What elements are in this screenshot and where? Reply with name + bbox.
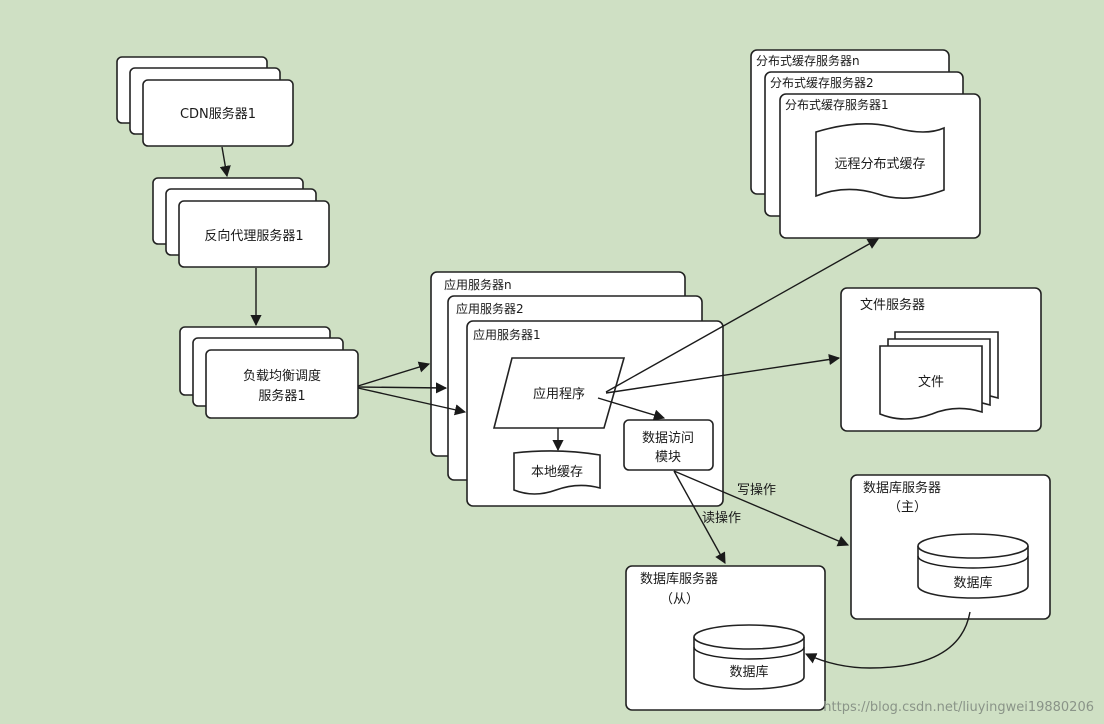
edge-program-to-cache-server bbox=[605, 238, 879, 393]
file-doc-front bbox=[879, 345, 983, 420]
db-slave-cylinder-band bbox=[693, 646, 805, 660]
edge-cdn-to-proxy bbox=[219, 146, 231, 178]
app-server-middle-label: 应用服务器2 bbox=[456, 301, 524, 316]
db-master-cylinder-body bbox=[917, 546, 1029, 599]
db-master-title: 数据库服务器 bbox=[863, 480, 941, 496]
db-master-db-label: 数据库 bbox=[953, 575, 992, 591]
db-slave-title: 数据库服务器 bbox=[640, 571, 718, 587]
app-program-shape bbox=[492, 357, 626, 429]
cache-server-back-label: 分布式缓存服务器n bbox=[756, 53, 860, 68]
load-balancer-label-line1: 负载均衡调度 bbox=[243, 368, 321, 384]
edge-lb-to-app-middle bbox=[357, 382, 448, 394]
edge-program-to-data-access bbox=[597, 397, 666, 421]
data-access-label-line1: 数据访问 bbox=[642, 431, 694, 446]
app-server-back-label: 应用服务器n bbox=[444, 277, 512, 292]
file-label: 文件 bbox=[918, 375, 944, 390]
db-master-cylinder-band bbox=[917, 555, 1029, 569]
cache-server-front-label: 分布式缓存服务器1 bbox=[785, 97, 889, 112]
db-master-role: （主） bbox=[888, 500, 927, 515]
edges: 写操作 读操作 bbox=[219, 146, 971, 669]
edge-lb-to-app-back bbox=[357, 361, 431, 387]
edge-lb-to-app-front bbox=[357, 387, 467, 416]
edge-write-to-master bbox=[673, 470, 850, 547]
remote-cache-shape bbox=[815, 123, 945, 199]
cdn-server-label: CDN服务器1 bbox=[180, 106, 256, 122]
reverse-proxy-label: 反向代理服务器1 bbox=[204, 228, 303, 244]
file-server: 文件服务器 文件 bbox=[840, 287, 1042, 432]
db-slave-server: 数据库服务器 （从） 数据库 bbox=[625, 565, 826, 711]
edge-write-label: 写操作 bbox=[737, 482, 776, 498]
edge-master-replication-to-slave bbox=[804, 611, 971, 669]
edge-read-from-slave bbox=[673, 470, 726, 564]
app-program-label: 应用程序 bbox=[533, 386, 585, 402]
edge-read-label: 读操作 bbox=[702, 510, 741, 526]
remote-cache-label: 远程分布式缓存 bbox=[834, 157, 925, 172]
db-slave-db-label: 数据库 bbox=[729, 664, 768, 680]
file-server-title: 文件服务器 bbox=[860, 297, 925, 313]
cache-server-stack: 分布式缓存服务器n 分布式缓存服务器2 分布式缓存服务器1 远程分布式缓存 bbox=[750, 49, 981, 239]
db-slave-cylinder-top bbox=[693, 624, 805, 650]
app-server-front-label: 应用服务器1 bbox=[473, 327, 541, 342]
app-server-stack: 应用服务器n 应用服务器2 应用服务器1 应用程序 本地缓存 数据访问 模块 bbox=[430, 271, 724, 507]
cdn-server-stack: CDN服务器1 bbox=[116, 56, 294, 147]
db-master-cylinder-top bbox=[917, 533, 1029, 559]
reverse-proxy-stack: 反向代理服务器1 bbox=[152, 177, 330, 268]
load-balancer-stack: 负载均衡调度 服务器1 bbox=[179, 326, 359, 419]
local-cache-label: 本地缓存 bbox=[531, 465, 583, 480]
load-balancer-front bbox=[205, 349, 359, 419]
edge-program-to-file-server bbox=[605, 353, 841, 394]
cdn-server-front bbox=[142, 79, 294, 147]
db-slave-cylinder-body bbox=[693, 637, 805, 690]
cache-server-middle-label: 分布式缓存服务器2 bbox=[770, 75, 874, 90]
reverse-proxy-front bbox=[178, 200, 330, 268]
db-master-server: 数据库服务器 （主） 数据库 bbox=[850, 474, 1051, 620]
db-slave-role: （从） bbox=[660, 592, 699, 607]
data-access-module bbox=[623, 419, 714, 471]
load-balancer-label-line2: 服务器1 bbox=[258, 388, 305, 404]
watermark: https://blog.csdn.net/liuyingwei19880206 bbox=[823, 700, 1094, 715]
data-access-label-line2: 模块 bbox=[655, 450, 681, 465]
